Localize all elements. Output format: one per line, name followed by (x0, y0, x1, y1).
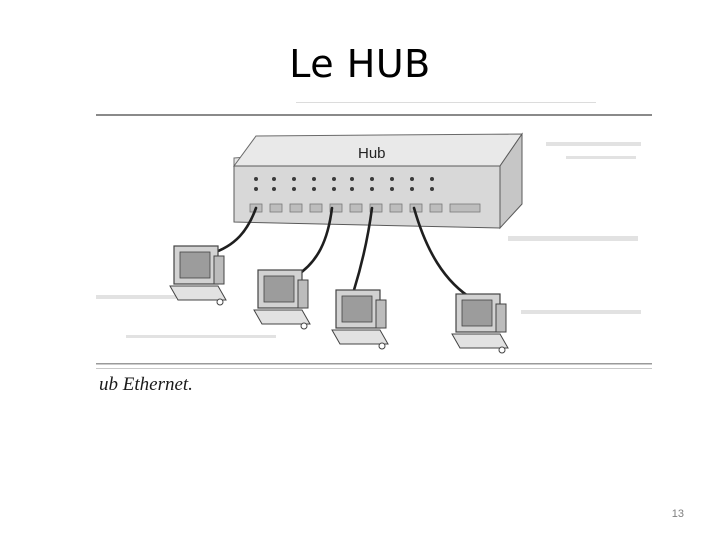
hub-side-face (499, 132, 523, 230)
scanned-figure: Hub (96, 100, 654, 400)
slide-title: Le HUB (289, 42, 431, 86)
hub-network-diagram: Hub (96, 102, 652, 369)
hub-device: Hub (233, 132, 523, 230)
bottom-rule-line (96, 363, 652, 365)
bottom-rule-shadow (96, 368, 652, 369)
hub-label: Hub (358, 145, 386, 162)
page-number: 13 (671, 508, 684, 520)
computer-1 (169, 245, 227, 306)
scan-noise (96, 142, 641, 338)
computer-4 (451, 293, 509, 354)
hub-front-face (233, 165, 501, 229)
computer-2 (253, 269, 311, 330)
status-leds (254, 177, 434, 191)
top-rule-line (96, 114, 652, 116)
top-rule-shadow (296, 102, 596, 103)
figure-caption: ub Ethernet. (99, 374, 193, 395)
computer-3 (331, 289, 389, 350)
cable-3 (352, 206, 374, 292)
